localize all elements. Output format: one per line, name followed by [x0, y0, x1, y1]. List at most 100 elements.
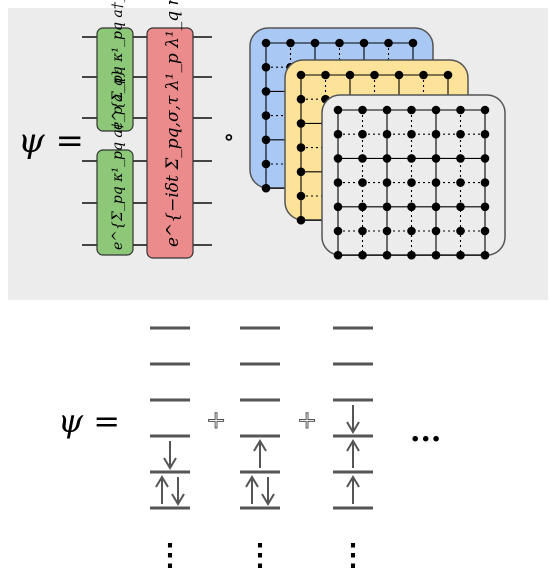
lattice-site: [333, 154, 343, 163]
lattice-site: [480, 250, 490, 260]
lattice-site: [333, 129, 343, 139]
lattice-site: [358, 105, 367, 115]
lattice-site: [480, 202, 490, 212]
lattice-site: [358, 154, 367, 163]
lattice-site: [261, 38, 271, 48]
vertical-ellipsis-1: ⋮: [155, 538, 185, 571]
lattice-site: [261, 62, 271, 72]
lattice-site: [456, 226, 465, 236]
lattice-site: [431, 129, 441, 139]
spin-up-arrow-head: [346, 475, 360, 488]
lattice-site: [296, 215, 306, 225]
plus-sign-2: +: [297, 406, 317, 434]
spin-up-arrow-head: [346, 439, 360, 452]
lattice-site: [382, 250, 392, 260]
lattice-site: [286, 38, 295, 48]
lattice-site: [456, 202, 465, 212]
red-gate-label: e^{−iδt Σ_pq,σ,τ λ¹_p λ¹_q n_pσ n_qτ}: [163, 0, 183, 247]
psi-label-top: ψ =: [18, 121, 84, 161]
configuration-3: [333, 326, 373, 510]
compose-operator: ∘: [223, 123, 235, 151]
lattice-site: [407, 226, 416, 236]
lattice-site: [261, 135, 271, 145]
lattice-site: [407, 250, 416, 260]
lattice-site: [358, 178, 367, 187]
lattice-site: [431, 154, 441, 163]
ellipsis: ...: [410, 414, 441, 449]
lattice-site: [296, 191, 306, 201]
lattice-site: [431, 105, 441, 115]
lattice-site: [431, 178, 441, 187]
spin-down-arrow: [346, 405, 360, 434]
lattice-site: [382, 105, 392, 115]
lattice-site: [335, 38, 344, 48]
green-gate-upper: [96, 27, 134, 132]
lattice-site: [456, 105, 465, 115]
lattice-site: [261, 111, 271, 120]
vertical-ellipsis-2: ⋮: [245, 538, 275, 571]
lattice-site: [384, 38, 393, 48]
lattice-site: [480, 226, 490, 236]
lattice-site: [419, 70, 428, 80]
lattice-site: [333, 178, 343, 187]
lattice-site: [456, 250, 465, 260]
lattice-site: [480, 154, 490, 163]
lattice-site: [407, 129, 416, 139]
lattice-site: [382, 202, 392, 212]
lattice-site: [333, 105, 343, 115]
lattice-site: [345, 70, 355, 80]
spin-up-arrow: [346, 475, 360, 504]
configurations: [150, 326, 373, 510]
lattice-site: [456, 129, 465, 139]
lattice-site: [456, 154, 465, 163]
lattice-site: [296, 167, 306, 177]
lattice-site: [370, 70, 379, 80]
lattice-site: [480, 105, 490, 115]
green-gate-lower: [96, 149, 134, 256]
spin-up-arrow: [346, 439, 360, 468]
lattice-site: [261, 159, 271, 169]
configuration-1: [150, 326, 190, 510]
red-gate: [146, 27, 194, 259]
lattice-site: [431, 250, 441, 260]
lattice-site: [296, 94, 306, 104]
lattice-site: [261, 87, 271, 96]
plus-sign-1: +: [206, 406, 226, 434]
lattice-site: [358, 250, 367, 260]
spin-up-arrow: [245, 475, 259, 504]
lattice-site: [261, 183, 271, 193]
lattice-site: [296, 70, 306, 80]
spin-up-arrow-head: [245, 475, 259, 488]
spin-up-arrow-head: [253, 439, 267, 452]
lattice-white: [321, 94, 506, 260]
configuration-2: [240, 326, 280, 510]
spin-down-arrow-head: [261, 493, 275, 506]
lattice-site: [407, 178, 416, 187]
lattice-site: [321, 70, 330, 80]
spin-down-arrow: [163, 441, 177, 470]
psi-label-bottom: ψ =: [58, 402, 120, 440]
lattice-site: [358, 226, 367, 236]
lattice-site: [443, 70, 453, 80]
spin-down-arrow: [171, 477, 185, 506]
lattice-site: [382, 178, 392, 187]
lattice-site: [394, 70, 404, 80]
lattice-site: [408, 38, 418, 48]
lattice-site: [480, 129, 490, 139]
lattice-site: [407, 202, 416, 212]
green-gate-lower-label: e^{Σ_pq κ¹_pq a†_p a_q}: [110, 69, 126, 250]
spin-down-arrow: [261, 477, 275, 506]
lattice-site: [333, 202, 343, 212]
lattice-stack: [249, 27, 506, 260]
spin-down-arrow-head: [171, 493, 185, 506]
vertical-ellipsis-3: ⋮: [338, 538, 368, 571]
lattice-site: [480, 178, 490, 187]
lattice-site: [359, 38, 369, 48]
lattice-site: [456, 178, 465, 187]
lattice-site: [431, 202, 441, 212]
spin-up-arrow: [155, 475, 169, 504]
lattice-site: [382, 226, 392, 236]
lattice-site: [431, 226, 441, 236]
lattice-site: [310, 38, 320, 48]
